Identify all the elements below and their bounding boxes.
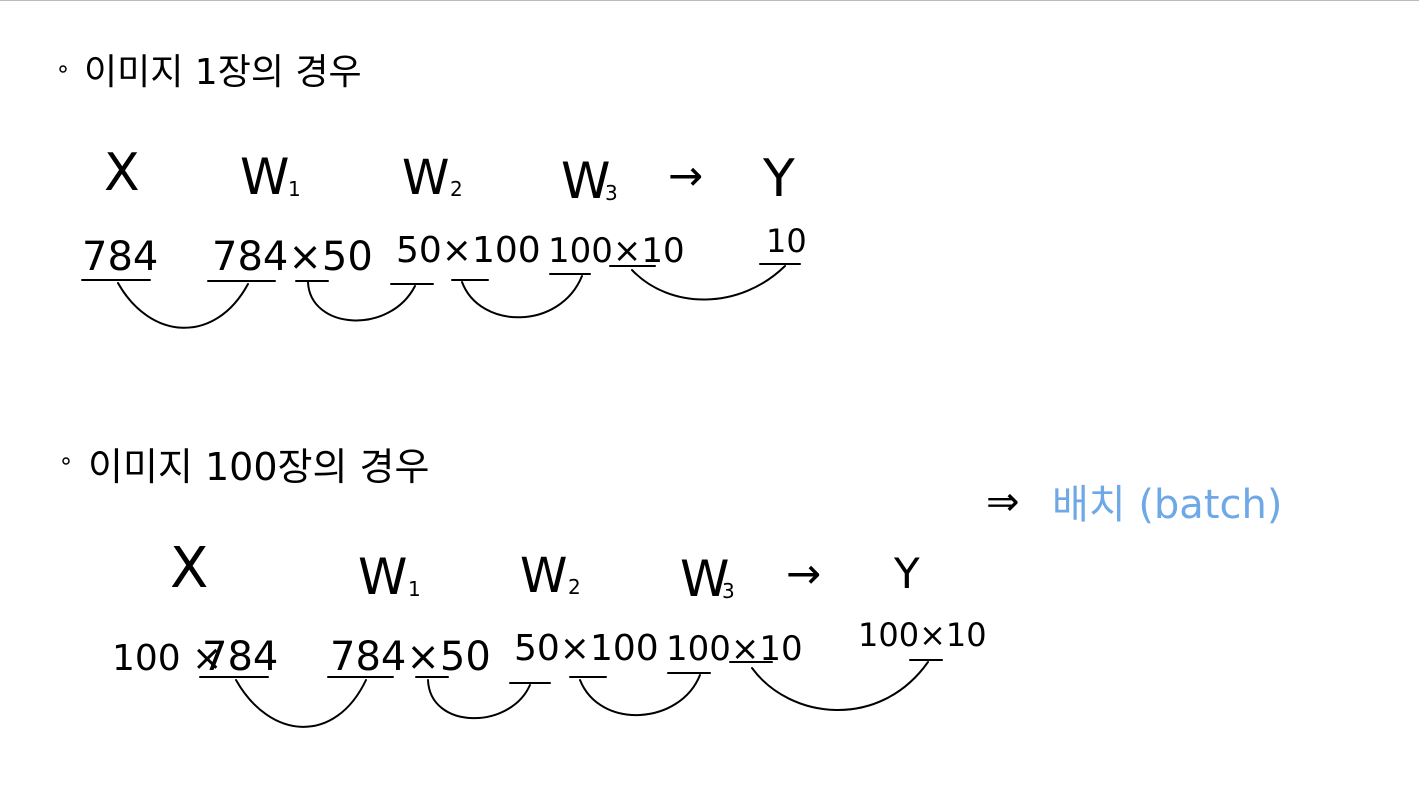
label-y: Y: [893, 549, 920, 598]
label-w2: W: [520, 548, 567, 604]
label-w3: W: [561, 152, 610, 210]
shape-x: 784: [82, 234, 158, 280]
dimension-match-arcs: [81, 263, 801, 329]
label-w2: W: [402, 150, 449, 206]
bullet-icon: [62, 457, 70, 465]
label-w1: W: [240, 148, 289, 206]
batch-label: 배치 (batch): [1052, 482, 1282, 528]
dimension-match-arcs: [199, 659, 943, 728]
section-single-image: 이미지 1장의 경우 X W 1 W 2 W 3 → Y 784 784×50 …: [59, 52, 807, 329]
label-w1-subscript: 1: [288, 177, 301, 201]
shape-y: 10: [766, 222, 807, 260]
shape-w3: 100×10: [548, 231, 685, 271]
label-w3-subscript: 3: [605, 181, 618, 205]
shape-x: 784: [202, 634, 278, 680]
implies-arrow-icon: ⇒: [986, 479, 1020, 525]
label-w2-subscript: 2: [450, 177, 463, 201]
section-heading: 이미지 100장의 경우: [88, 445, 429, 489]
label-w2-subscript: 2: [568, 575, 581, 599]
section-batch-images: 이미지 100장의 경우 X W 1 W 2 W 3 → Y 100 × 784…: [62, 445, 987, 728]
label-x: X: [170, 536, 208, 601]
shape-x-prefix: 100 ×: [112, 638, 222, 679]
label-w1-subscript: 1: [408, 577, 421, 601]
right-arrow-icon: →: [786, 549, 821, 598]
shape-w1: 784×50: [330, 634, 491, 680]
batch-note: ⇒ 배치 (batch): [986, 479, 1282, 528]
shape-w2: 50×100: [396, 230, 541, 271]
label-w1: W: [358, 548, 407, 606]
shape-y: 100×10: [858, 616, 987, 654]
right-arrow-icon: →: [668, 151, 703, 200]
bullet-icon: [59, 65, 67, 73]
label-x: X: [104, 143, 140, 203]
shape-w2: 50×100: [514, 628, 659, 669]
section-heading: 이미지 1장의 경우: [84, 52, 362, 93]
shape-w1: 784×50: [212, 234, 373, 280]
label-w3: W: [680, 550, 729, 608]
label-y: Y: [762, 149, 795, 209]
label-w3-subscript: 3: [722, 579, 735, 603]
